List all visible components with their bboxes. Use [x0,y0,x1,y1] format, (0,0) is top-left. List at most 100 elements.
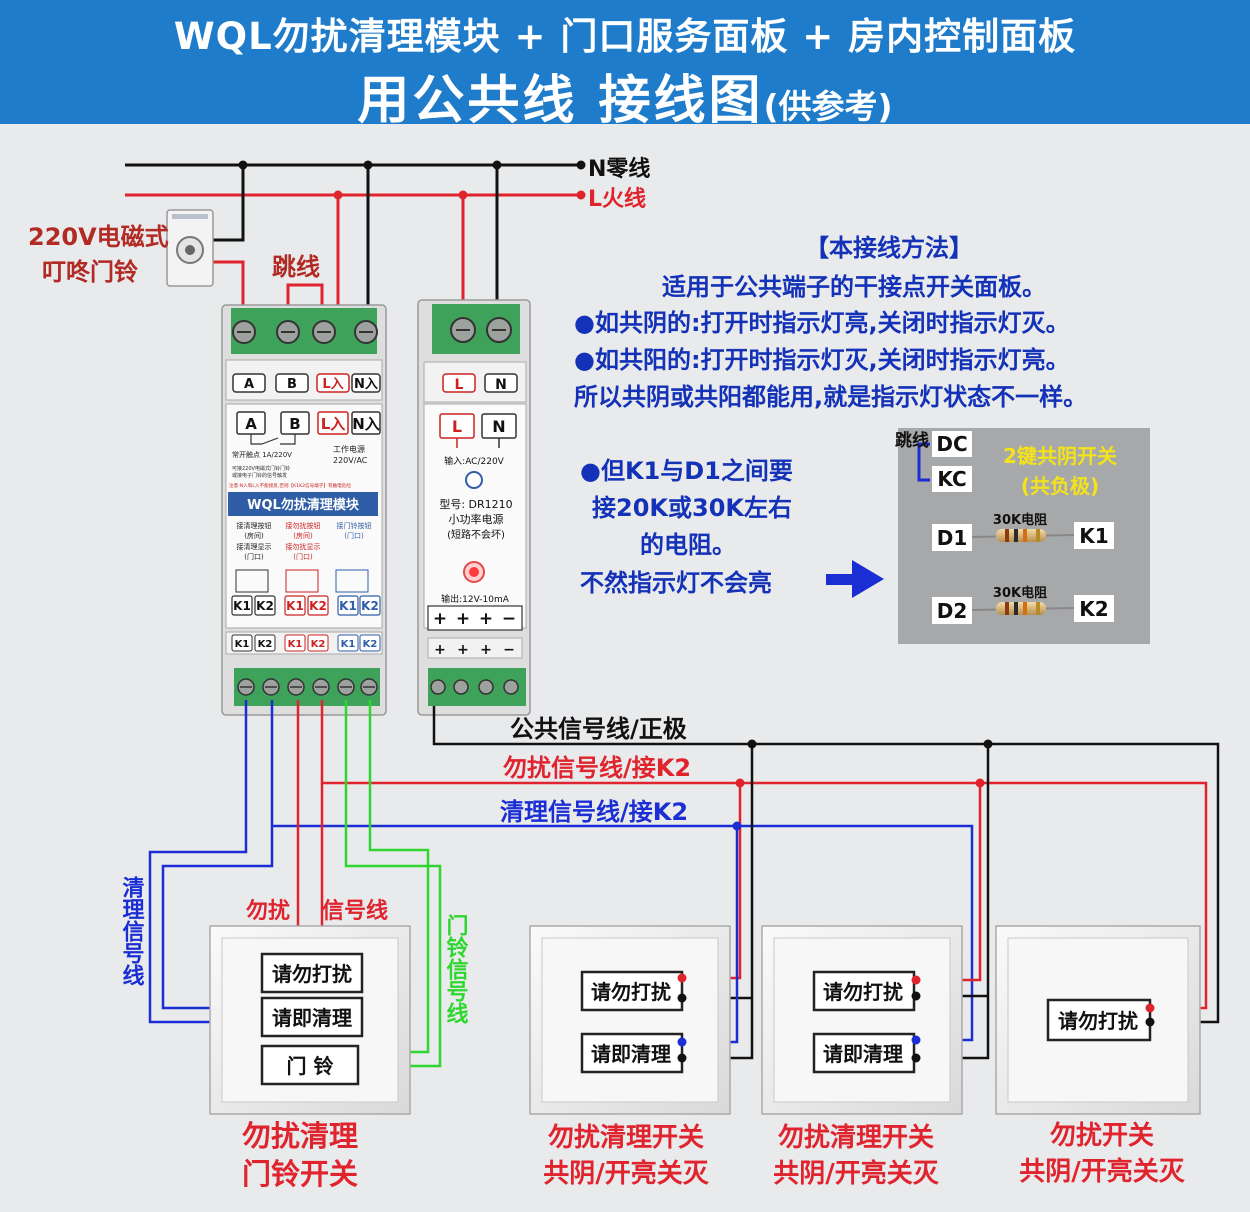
resistor-1 [971,529,1075,542]
inset-resistor-1-label: 30K电阻 [993,512,1047,528]
door-button-bell-label: 门 铃 [287,1054,334,1078]
live-bus [125,190,586,200]
room1-caption-1: 勿扰清理开关 [548,1123,704,1153]
room3-button-dnd[interactable]: 请勿打扰 [1046,998,1152,1042]
kb-dnd-1: K1 [288,639,303,650]
psu-out-1: + [433,609,447,629]
module-small-note-2: 或接电子门铃的信号触发 [232,472,287,479]
jumper-label: 跳线 [272,253,320,281]
notes-title: 【本接线方法】 [805,234,973,262]
arrow-right-icon [826,560,884,598]
psu-input-label: 输入:AC/220V [444,455,505,467]
psu-panel-l: L [452,417,462,436]
door-button-clean-label: 请即清理 [272,1006,352,1030]
door-button-dnd-label: 请勿打扰 [272,962,352,986]
module-warning: 注意:N入和L入不能接反,否则【K1K2信号端子】有触电危险 [229,482,351,489]
room1-button-dnd-label: 请勿打扰 [591,980,671,1004]
k-bell-1: K1 [339,599,357,613]
dnd-line-label: 勿扰信号线/接K2 [503,754,691,782]
inset-labels: 跳线 DC KC 2键共阴开关 (共负极) D1 K1 D2 K2 30K电阻 … [895,430,1117,623]
notes-line2: ●如共阴的:打开时指示灯亮,关闭时指示灯灭。 [574,309,1070,337]
psu-term-n: N [495,377,507,393]
door-clean-vertical-label: 清理信号线 [119,875,145,987]
module-term-lin: L入 [322,377,343,392]
room2-button-dnd[interactable]: 请勿打扰 [812,970,916,1012]
door-caption-1: 勿扰清理 [242,1119,358,1153]
room3-button-dnd-label: 请勿打扰 [1058,1009,1138,1033]
psu-device [417,299,531,716]
jumper-wire [286,283,324,318]
door-button-dnd[interactable]: 请勿打扰 [260,952,364,994]
group-dnd-4: (门口) [293,552,313,561]
title-banner: WQL勿扰清理模块 + 门口服务面板 + 房内控制面板 用公共线 接线图(供参考… [0,0,1250,131]
clean-line-label: 清理信号线/接K2 [500,798,688,826]
doorbell-to-terminal-wire [212,260,245,318]
door-button-bell[interactable]: 门 铃 [260,1044,360,1086]
door-bell-vertical-label: 门铃信号线 [443,913,469,1025]
module-panel-lin: L入 [321,415,346,433]
kb-bell-1: K1 [341,639,356,650]
doorbell-label-line1: 220V电磁式 [28,223,169,251]
psu-out-3: + [479,609,493,629]
group-bell-1: 接门铃按钮 [337,521,372,530]
notes-line3: ●如共阳的:打开时指示灯灭,关闭时指示灯亮。 [574,346,1070,374]
title-main: 用公共线 接线图 [357,71,764,131]
module-k-labels-bottom: K1 K2 K1 K2 K1 K2 [235,639,378,650]
psu-panel-n: N [492,417,505,436]
module-power-note-2: 220V/AC [333,456,368,465]
module-term-nin: N入 [354,377,378,392]
k-bell-2: K2 [361,599,379,613]
psu-out-3b: + [480,642,492,658]
psu-out-4: − [502,609,516,629]
neutral-bus-label: N零线 [588,156,650,182]
inset-d2: D2 [937,599,968,623]
wql-module [221,304,387,716]
junction-dots [732,739,993,831]
live-bus-label: L火线 [588,186,646,212]
psu-name: 小功率电源 [449,512,504,526]
common-line-label: 公共信号线/正极 [510,715,687,743]
module-panel-terminal-labels: A B L入 N入 [245,415,380,433]
inset-dc: DC [936,432,967,456]
room2-button-dnd-label: 请勿打扰 [823,980,903,1004]
room1-caption-2: 共阴/开亮关灭 [543,1158,709,1189]
module-contact-note: 常开触点 1A/220V [232,450,292,459]
room2-button-clean[interactable]: 请即清理 [812,1032,916,1074]
module-term-a: A [244,377,254,392]
notes-line4: 所以共阴或共阳都能用,就是指示灯状态不一样。 [574,383,1087,411]
room-panel-2 [761,925,963,1115]
module-name: WQL勿扰清理模块 [247,497,360,513]
resistor-note-4: 不然指示灯不会亮 [580,569,772,597]
resistor-note-2: 接20K或30K左右 [592,494,792,522]
kb-bell-2: K2 [363,639,378,650]
group-clean-2: (房间) [244,531,264,540]
room1-button-clean[interactable]: 请即清理 [580,1032,684,1074]
room-panel-1 [529,925,731,1115]
door-wire-label-dnd: 勿扰 [246,898,290,924]
k-dnd-2: K2 [309,599,327,613]
psu-labels: L N L N 输入:AC/220V 型号: DR1210 小功率电源 (短路不… [433,377,516,658]
resistor-2 [971,602,1075,615]
room2-button-clean-label: 请即清理 [823,1042,903,1066]
door-clean-wire-1 [148,700,262,1024]
module-group-labels: 接清理按钮 (房间) 接清理显示 (门口) 接勿扰按钮 (房间) 接勿扰显示 (… [237,521,372,561]
group-bell-2: (门口) [344,531,364,540]
psu-model: 型号: DR1210 [439,497,512,511]
room1-button-dnd[interactable]: 请勿打扰 [580,970,684,1012]
door-wire-label-signal: 信号线 [322,898,388,924]
psu-term-l: L [455,377,464,393]
notes-line1: 适用于公共端子的干接点开关面板。 [662,273,1046,301]
doorbell-neutral-wire [212,165,245,242]
group-dnd-1: 接勿扰按钮 [286,521,321,530]
wiring-diagram: N零线 L火线 220V电磁式 叮咚门铃 跳线 [28,156,1220,1191]
module-top-terminal-labels: A B L入 N入 [244,377,378,392]
room3-caption-1: 勿扰开关 [1050,1121,1154,1151]
title-note: (供参考) [763,87,893,126]
door-button-clean[interactable]: 请即清理 [260,996,364,1038]
psu-out-1b: + [434,642,446,658]
kb-clean-1: K1 [235,639,250,650]
door-clean-wire-2 [161,826,274,1010]
psu-out-2: + [456,609,470,629]
psu-out-2b: + [457,642,469,658]
title-line-1: WQL勿扰清理模块 + 门口服务面板 + 房内控制面板 [173,15,1077,58]
